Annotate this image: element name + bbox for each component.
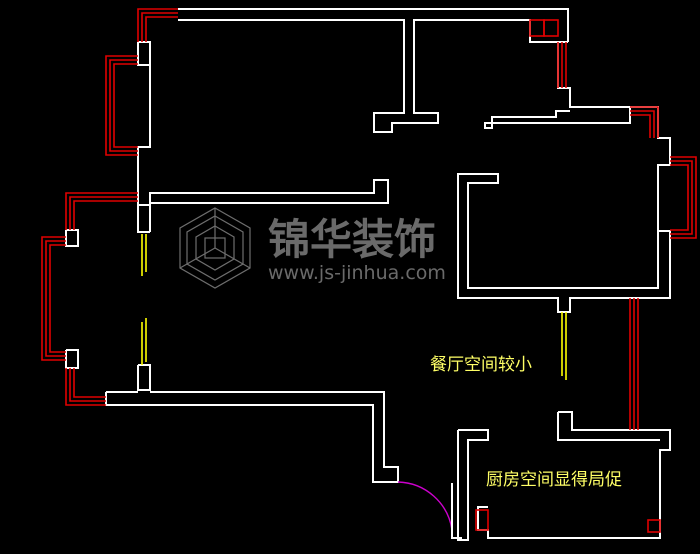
dining-annotation: 餐厅空间较小 <box>430 355 532 375</box>
door-left-lower <box>141 318 147 365</box>
doors <box>141 234 567 380</box>
entrance-door-swing <box>397 481 453 538</box>
window-balcony-vertical <box>629 298 639 430</box>
window-top-right <box>529 19 567 88</box>
watermark-brand-text: 锦华装饰 <box>268 215 436 264</box>
windows <box>41 8 697 533</box>
window-right-bay <box>670 156 697 239</box>
window-kitchen-corner <box>475 509 661 533</box>
window-left-bay-upper <box>105 55 138 156</box>
watermark: 锦华装饰 www.js-jinhua.com <box>179 207 446 289</box>
window-right-corner <box>630 106 659 138</box>
door-dining <box>561 312 567 380</box>
door-left-upper <box>141 234 147 276</box>
window-top-left <box>137 8 178 42</box>
cube-logo-icon <box>179 207 251 289</box>
watermark-url-text: www.js-jinhua.com <box>268 262 446 284</box>
kitchen-annotation: 厨房空间显得局促 <box>486 470 622 490</box>
window-left-bay-lower <box>41 192 138 406</box>
